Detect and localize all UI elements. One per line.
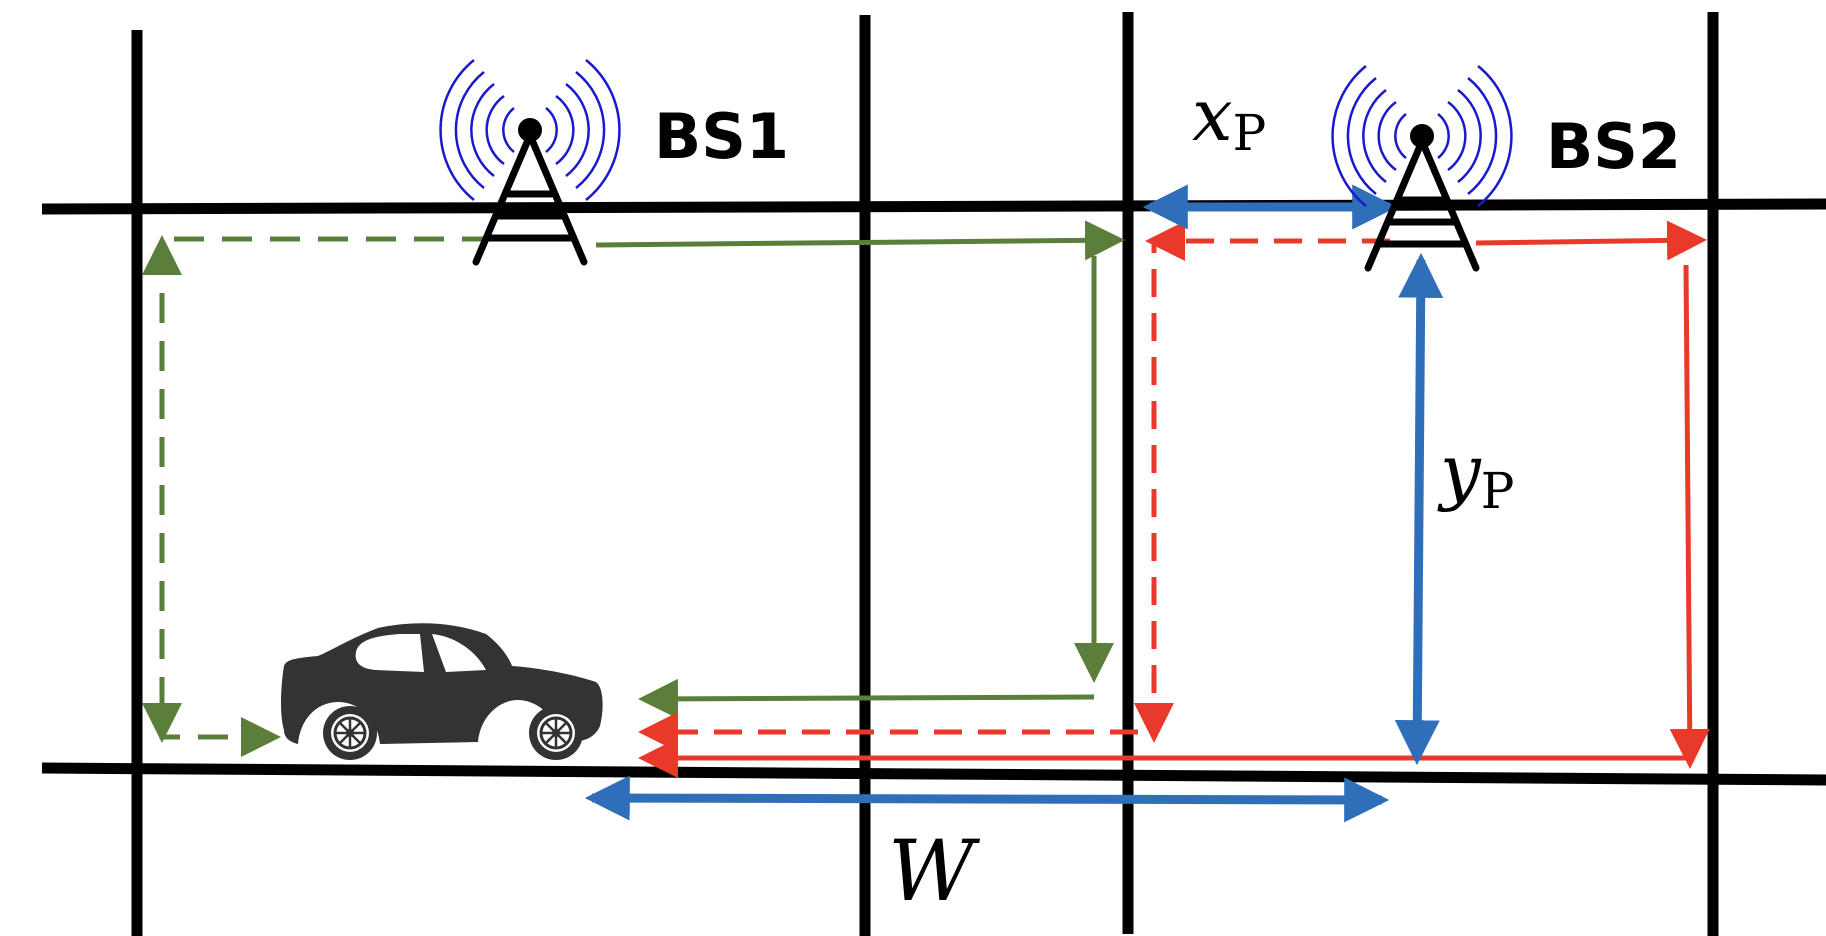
xp-subscript: P <box>1233 104 1267 162</box>
bs2-label: BS2 <box>1546 110 1681 183</box>
bs2-solid-top <box>1475 220 1707 261</box>
bs1-solid-top <box>595 220 1125 261</box>
radio-waves-icon <box>1331 65 1513 207</box>
yp-subscript: P <box>1481 462 1515 520</box>
bs1-label: BS1 <box>654 100 789 173</box>
dimension-arrows <box>584 184 1444 823</box>
road-bottom <box>41 762 1826 786</box>
road-top <box>41 198 1826 215</box>
w-dimension-arrow <box>584 775 1390 823</box>
radio-waves-icon <box>439 59 621 201</box>
yp-variable: y <box>1437 429 1482 513</box>
bs1-solid-bottom <box>638 678 1095 719</box>
yp-label: yP <box>1437 429 1514 520</box>
road-grid <box>41 12 1826 936</box>
xp-label: xP <box>1192 73 1266 162</box>
bs2-solid-down <box>1669 264 1710 769</box>
bs1-signal-paths <box>142 220 1125 757</box>
xp-variable: x <box>1192 73 1233 157</box>
bs2-signal-paths <box>638 220 1710 778</box>
yp-dimension-arrow <box>1394 252 1444 766</box>
antenna-tower-icon <box>439 59 621 266</box>
bs1-dashed-path <box>159 236 492 757</box>
antenna-tower-icon <box>1331 65 1513 272</box>
bs2-dashed-path <box>1151 238 1390 738</box>
w-label: W <box>888 822 981 920</box>
car-icon <box>281 623 603 760</box>
